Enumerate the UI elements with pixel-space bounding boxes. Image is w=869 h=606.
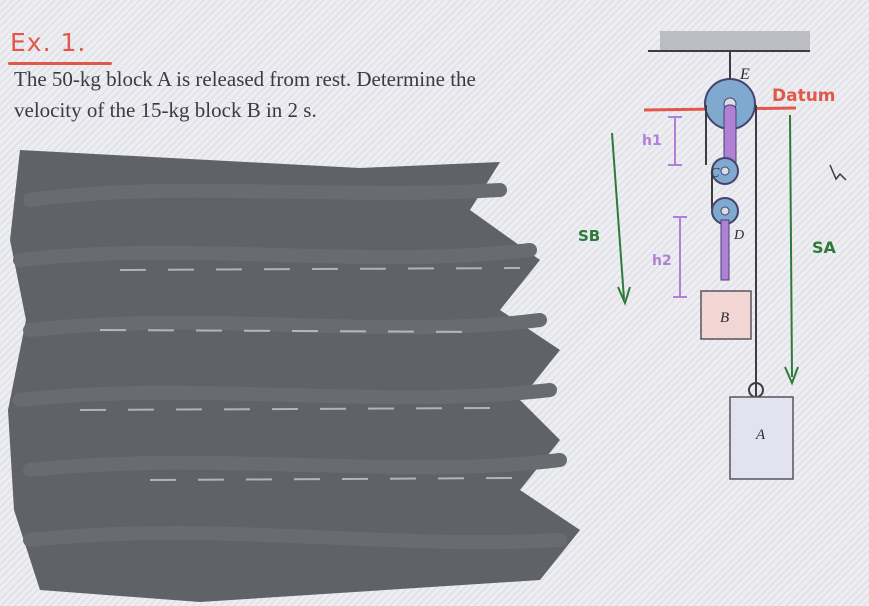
problem-statement: The 50-kg block A is released from rest.… bbox=[14, 64, 654, 126]
h1-dimension bbox=[668, 116, 682, 166]
datum-annotation: Datum bbox=[772, 86, 836, 106]
label-d: D bbox=[733, 228, 744, 243]
h1-annotation: h1 bbox=[642, 133, 662, 149]
sa-annotation: SA bbox=[812, 238, 837, 257]
h2-dimension bbox=[673, 216, 687, 298]
pulley-diagram: E C D B A Datum SA SB h1 h2 bbox=[578, 31, 847, 480]
example-heading: Ex. 1. bbox=[10, 28, 87, 57]
heading-underline bbox=[8, 62, 112, 65]
redaction-scribble bbox=[8, 150, 580, 602]
sb-annotation: SB bbox=[578, 227, 600, 245]
block-b bbox=[700, 290, 752, 340]
sa-arrow bbox=[789, 114, 793, 378]
problem-line-2: velocity of the 15-kg block B in 2 s. bbox=[14, 98, 317, 122]
label-c: C bbox=[710, 166, 720, 181]
sb-arrow bbox=[611, 132, 625, 300]
strap-d bbox=[720, 219, 730, 281]
label-a: A bbox=[755, 427, 766, 443]
h2-annotation: h2 bbox=[652, 253, 672, 269]
problem-line-1: The 50-kg block A is released from rest.… bbox=[14, 67, 476, 91]
label-e: E bbox=[739, 66, 750, 83]
cursor-sketch bbox=[829, 164, 847, 181]
label-b: B bbox=[720, 310, 729, 326]
ceiling-support bbox=[648, 31, 810, 52]
block-a bbox=[729, 396, 794, 480]
sa-arrow-head bbox=[784, 366, 799, 386]
sb-arrow-head bbox=[617, 286, 631, 306]
